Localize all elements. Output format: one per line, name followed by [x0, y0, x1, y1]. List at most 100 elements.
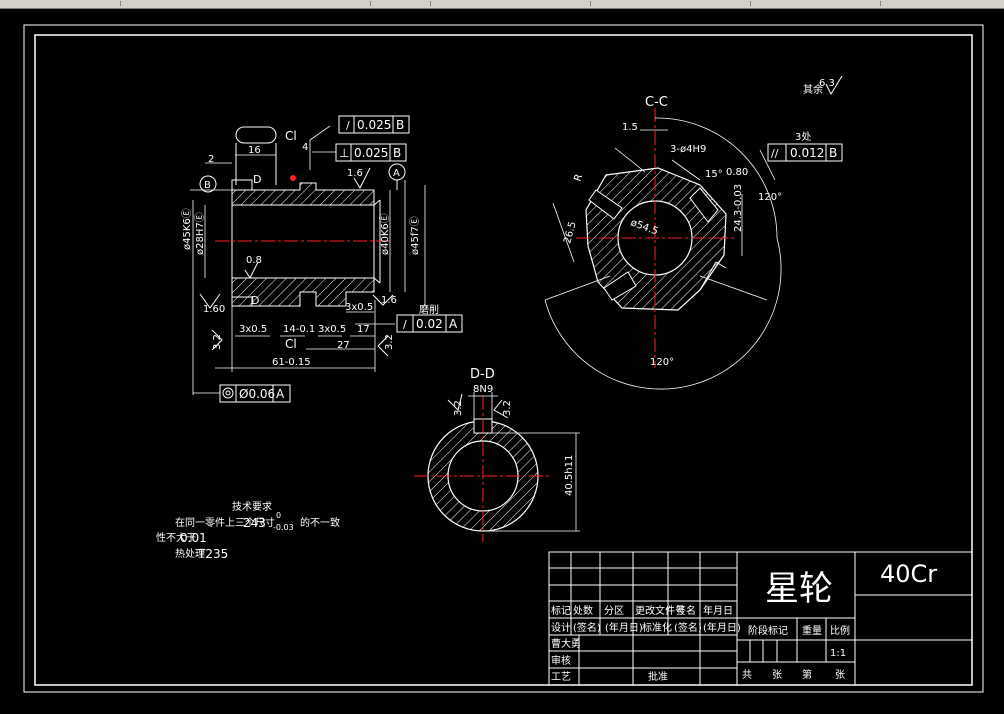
technical-notes: 技术要求 在同一零件上三个尺寸 243 0 -0.03 的不一致 性不大于 0.…: [156, 500, 340, 561]
toolbar-segment: [120, 1, 371, 6]
tb-sign3: (签名): [674, 621, 702, 634]
tol-frame-parallel: // 0.012 B: [767, 143, 843, 162]
notes-heading: 技术要求: [232, 500, 272, 513]
chamfer-3x0-5a: 3x0.5: [239, 324, 267, 335]
dim-14: 14-0.1: [283, 324, 315, 335]
datum-ref: A: [276, 387, 285, 401]
toolbar-segment: [750, 1, 881, 6]
tol-value: 0.025: [354, 146, 388, 160]
outer-frame: [23, 24, 984, 693]
tb-check: 审核: [551, 654, 571, 667]
tb-zone: 分区: [604, 605, 624, 617]
svg-text:B: B: [204, 180, 211, 191]
dim-4: 4: [302, 142, 308, 153]
tb-stage: 阶段标记: [748, 624, 788, 637]
tb-process: 工艺: [551, 671, 571, 683]
roughness-marks-left: [199, 167, 509, 419]
dim-1-5: 1.5: [622, 122, 638, 133]
tol-frame-perpendicular: ⊥ 0.025 B: [335, 143, 407, 162]
tb-total: 共: [742, 669, 752, 681]
tb-scale-label: 比例: [830, 624, 850, 637]
tb-std: 标准化: [642, 621, 672, 634]
notes-line1-pre: 在同一零件上三个尺寸: [175, 516, 275, 529]
datum-a-symbol: A: [388, 163, 406, 190]
dd-rough-b: 3.2: [502, 400, 513, 416]
notes-line3-val: T235: [197, 547, 228, 561]
tb-scale: 1:1: [830, 648, 846, 659]
dia-28h7: ø28H7Ⓔ: [194, 212, 206, 255]
notes-line2-val: 0.01: [180, 531, 207, 545]
rough-0-8: 0.8: [246, 255, 262, 266]
right-dimension-lines: [544, 117, 782, 390]
left-dimension-lines: [190, 125, 426, 395]
section-mark-d-top: D: [253, 173, 261, 186]
tol-frame-runout-top: / 0.025 B: [338, 115, 410, 134]
tol-frame-concentric: Ø0.06 A: [219, 384, 291, 403]
chamfer-3x0-5b: 3x0.5: [345, 302, 373, 313]
keyway-slot: [235, 126, 277, 144]
left-section-view: [231, 126, 381, 307]
tol-value: 0.02: [416, 317, 443, 331]
sleeve-top-wall: [231, 182, 375, 206]
roughness-other-symbol: [825, 75, 843, 96]
section-mark-c-bottom: Cl: [285, 337, 297, 351]
rough-3-2a: 3.2: [212, 334, 223, 350]
toolbar-segment: [590, 1, 751, 6]
notes-line1-sup: 0: [276, 511, 281, 520]
datum-b-symbol: B: [199, 175, 217, 193]
section-title-dd: D-D: [470, 367, 495, 382]
dim-3-positions: 3处: [795, 131, 811, 143]
rough-1-6b: 1.6: [381, 295, 397, 306]
notes-line2-pre: 性不大于: [156, 531, 196, 544]
dim-radius: R: [572, 173, 585, 183]
dim-0-80: 0.80: [726, 167, 748, 178]
svg-text:A: A: [393, 168, 400, 179]
drawing-canvas[interactable]: / 0.025 B ⊥ 0.025 B / 0.02 A Ø0.06 A B A: [0, 9, 1004, 714]
tb-sheet2: 张: [835, 669, 845, 681]
tol-value: 0.025: [357, 118, 391, 132]
dd-key-width: 8N9: [473, 384, 493, 395]
tb-date: 年月日: [703, 604, 733, 617]
dim-120-top: 120°: [758, 192, 782, 203]
datum-ref: A: [449, 317, 458, 331]
rough-1-6: 1.6: [347, 168, 363, 179]
tb-date2: (年月日): [605, 621, 643, 634]
hole-center-mark: [290, 175, 296, 181]
notes-line1-post: 的不一致: [300, 516, 340, 529]
svg-text:⊥: ⊥: [339, 146, 349, 160]
section-mark-d-bottom: D: [251, 294, 259, 307]
tb-docno: 更改文件号: [635, 604, 685, 617]
dd-rough-a: 3.2: [453, 400, 464, 416]
datum-ref: B: [393, 146, 401, 160]
right-star-view: [585, 167, 727, 311]
dd-height: 40.5h11: [564, 455, 575, 496]
tb-sign: 签名: [676, 604, 696, 617]
chamfer-3x0-5c: 3x0.5: [318, 324, 346, 335]
datum-ref: B: [829, 146, 837, 160]
inner-frame: [34, 34, 973, 686]
dim-27: 27: [337, 340, 350, 351]
notes-line3-pre: 热处理: [175, 547, 205, 560]
rough-3-2b: 3.2: [384, 334, 395, 350]
dia-45k6: ø45K6Ⓔ: [181, 208, 193, 250]
material: 40Cr: [880, 560, 937, 588]
dim-holes: 3-ø4H9: [670, 144, 706, 155]
dd-dimension-lines: [468, 392, 580, 532]
title-block: [548, 551, 973, 686]
roughness-other-label: 其余: [803, 83, 823, 96]
tol-frame-runout-bottom: / 0.02 A: [396, 314, 463, 333]
dim-15deg: 15°: [705, 169, 723, 180]
svg-text://: //: [771, 147, 779, 160]
tb-mark: 标记: [551, 605, 571, 617]
dim-total: 61-0.15: [272, 357, 311, 368]
dia-45f7: ø45f7Ⓔ: [409, 216, 421, 255]
part-name: 星轮: [765, 569, 833, 609]
section-mark-c-top: Cl: [285, 129, 297, 143]
tb-approve: 批准: [648, 670, 668, 683]
rough-1-60: 1.60: [203, 304, 225, 315]
dim-17: 17: [357, 324, 370, 335]
note-grind: 磨削: [419, 303, 439, 316]
dia-40k6: ø40K6Ⓔ: [379, 213, 391, 255]
tb-date3: (年月日): [703, 621, 741, 634]
dim-16: 16: [248, 145, 261, 156]
